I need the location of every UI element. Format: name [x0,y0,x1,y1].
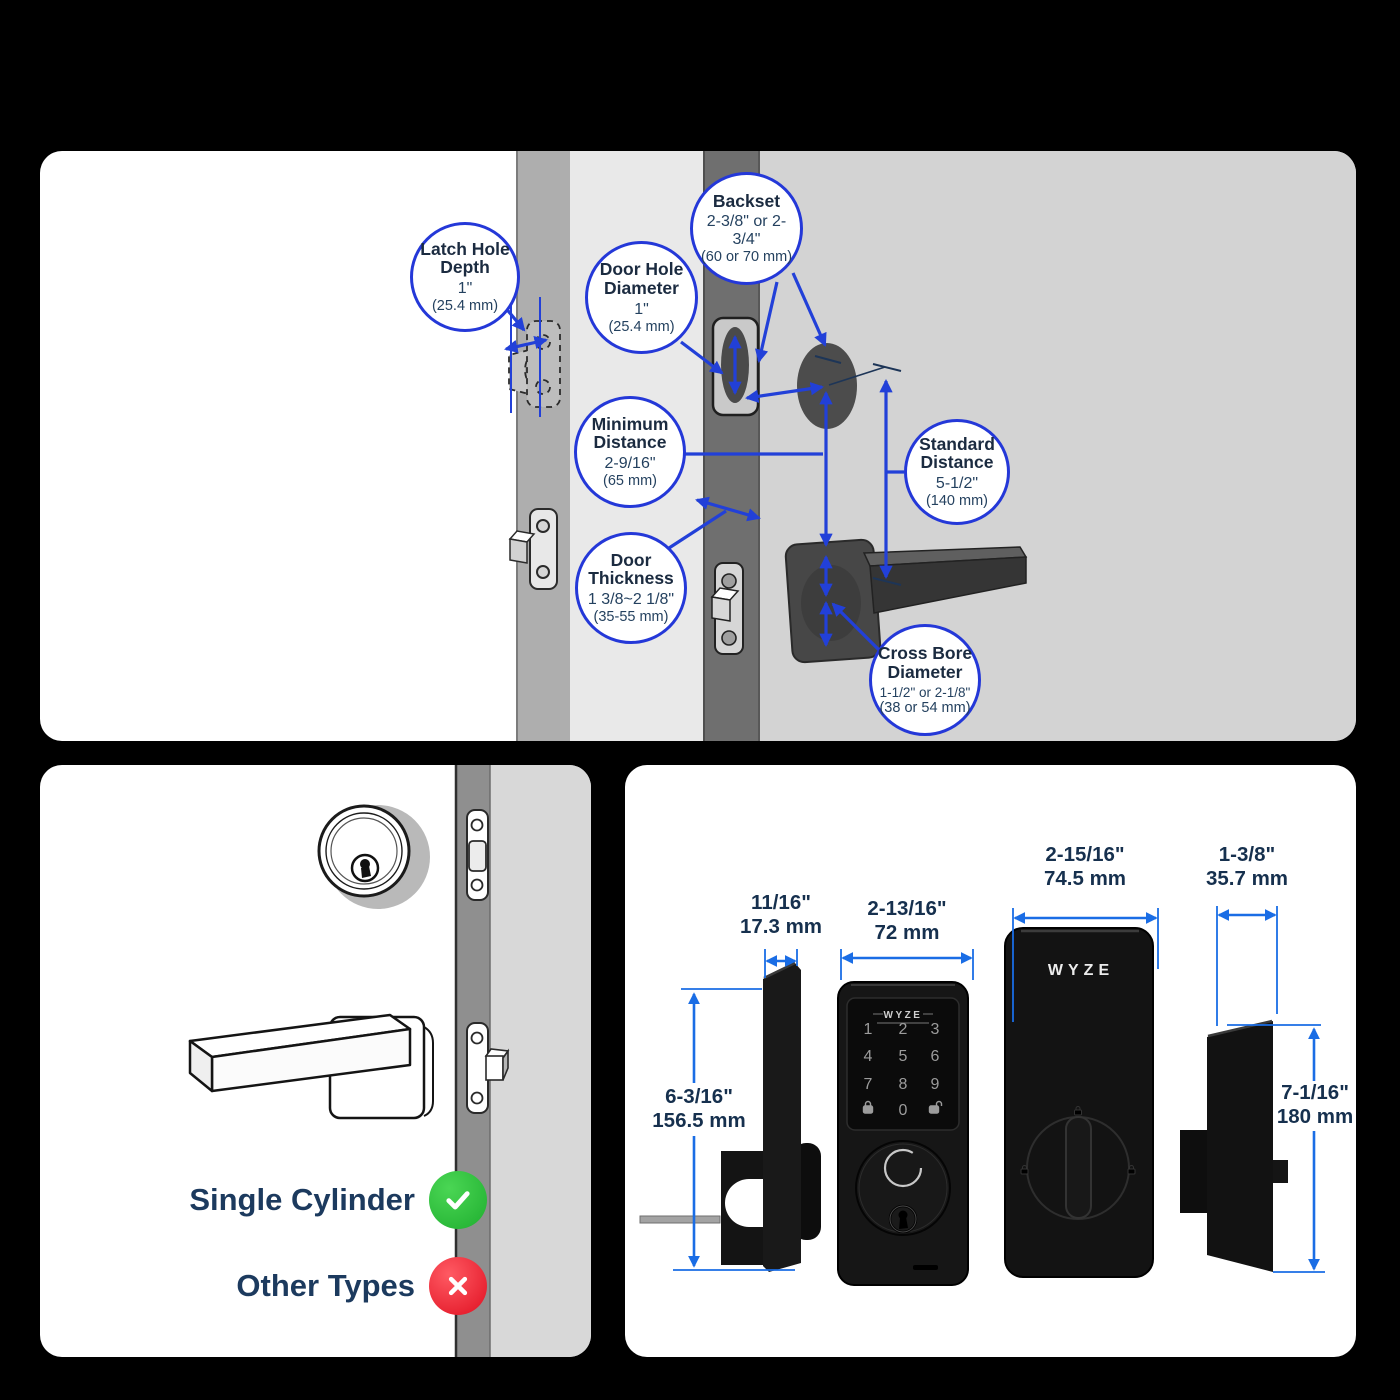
callout-metric: (140 mm) [925,493,989,510]
cross-bore-hole [797,343,857,429]
compatibility-panel: Single Cylinder Other Types [40,765,591,1357]
fingerprint-reader-icon [883,1148,923,1188]
dim-label-keypad-width: 2-13/16" 72 mm [847,897,967,945]
callout-door-hole-diameter: Door Hole Diameter 1" (25.4 mm) [585,241,698,354]
dim-label-keypad-height: 6-3/16" 156.5 mm [639,1085,759,1133]
dim-mm: 35.7 mm [1205,866,1289,890]
dim-mm: 156.5 mm [652,1108,746,1132]
dimension-lines [673,906,1325,1273]
callout-value: 5-1/2" [935,475,979,493]
callout-metric: (60 or 70 mm) [700,249,793,266]
lock-icon [862,1100,874,1114]
status-badge-supported [429,1171,487,1229]
callout-title: Minimum Distance [591,413,669,453]
keypad-keys: 1 2 3 4 5 6 7 8 9 0 [862,1021,943,1119]
callout-metric: (25.4 mm) [608,318,675,335]
callout-metric: (35-55 mm) [593,609,669,626]
dim-label-interior-height: 7-1/16" 180 mm [1255,1081,1356,1129]
key-4: 4 [864,1048,873,1065]
callout-metric: (25.4 mm) [431,298,499,315]
brand-text: WYZE [884,1010,923,1021]
callout-value: 1-1/2" or 2-1/8" [879,684,971,700]
callout-value: 1" [457,280,473,298]
callout-minimum-distance: Minimum Distance 2-9/16" (65 mm) [574,396,686,508]
compatibility-illustration [188,765,591,1357]
check-icon [446,1191,470,1210]
callout-latch-hole-depth: Latch Hole Depth 1" (25.4 mm) [410,222,520,332]
callout-value: 2-9/16" [604,455,656,473]
dim-mm: 72 mm [874,920,940,944]
dim-mm: 74.5 mm [1043,866,1127,890]
status-badge-not-supported [429,1257,487,1315]
key-7: 7 [864,1076,873,1093]
dim-inches: 6-3/16" [665,1085,733,1108]
thumb-turn [1020,1106,1136,1220]
keypad-screen [846,997,960,1131]
callout-title: Door Hole Diameter [599,259,684,298]
side-latch-tab [1273,1160,1288,1183]
callout-title: Door Thickness [588,549,674,589]
callout-title: Standard Distance [919,433,995,473]
lock-position-icons [1020,1106,1136,1175]
lever-handle [188,1013,434,1120]
interior-side-view [1180,1019,1288,1272]
dim-label-interior-width: 2-15/16" 74.5 mm [1025,843,1145,891]
callout-value: 2-3/8" or 2-3/4" [706,213,787,249]
key-8: 8 [899,1076,908,1093]
deadbolt-cylinder [317,804,430,909]
key-0: 0 [899,1102,908,1119]
key-9: 9 [931,1076,940,1093]
wyze-logo-small: WYZE [873,1010,933,1024]
wyze-logo: WYZE [1048,962,1114,979]
dim-inches: 1-3/8" [1218,843,1276,866]
product-dimensions-panel: WYZE 1 2 3 4 5 6 7 8 9 0 [625,765,1356,1357]
key-2: 2 [899,1021,908,1038]
keypad-side-view [639,961,821,1272]
edge-latch-plates [466,809,510,1114]
unlock-icon [928,1100,943,1114]
product-dimensions-illustration: WYZE 1 2 3 4 5 6 7 8 9 0 [639,906,1325,1286]
callout-cross-bore-diameter: Cross Bore Diameter 1-1/2" or 2-1/8" (38… [869,624,981,736]
door-measurements-panel: Latch Hole Depth 1" (25.4 mm) Door Hole … [40,151,1356,741]
spindle-rod [639,1215,721,1224]
measurement-arrows [502,272,904,656]
dim-mm: 17.3 mm [739,914,823,938]
dim-inches: 11/16" [751,891,811,914]
reference-ticks [814,355,902,586]
callout-metric: (65 mm) [603,473,657,490]
dim-label-interior-depth: 1-3/8" 35.7 mm [1187,843,1307,891]
callout-title: Cross Bore Diameter [877,642,973,682]
latch-plate-front-door [508,508,558,590]
key-5: 5 [899,1048,908,1065]
callout-title: Latch Hole Depth [420,238,510,278]
dim-mm: 180 mm [1276,1104,1354,1128]
key-1: 1 [864,1021,873,1038]
callout-value: 1" [634,300,649,318]
x-icon [448,1276,468,1296]
interior-front-view: WYZE [1004,927,1154,1278]
dim-inches: 2-13/16" [867,897,947,920]
callout-door-thickness: Door Thickness 1 3/8~2 1/8" (35-55 mm) [575,532,687,644]
keypad-front-view: WYZE 1 2 3 4 5 6 7 8 9 0 [837,981,969,1286]
compat-label-other-types: Other Types [236,1268,415,1303]
keyhole-icon [350,853,380,883]
callout-metric: (38 or 54 mm) [879,699,971,716]
callout-title: Backset [712,190,781,211]
keyhole-icon [888,1204,918,1234]
dim-inches: 7-1/16" [1281,1081,1349,1104]
callout-value: 1 3/8~2 1/8" [587,591,675,609]
dim-label-keypad-depth: 11/16" 17.3 mm [721,891,841,939]
callout-standard-distance: Standard Distance 5-1/2" (140 mm) [904,419,1010,525]
compat-label-single-cylinder: Single Cylinder [189,1182,415,1217]
key-3: 3 [931,1021,940,1038]
key-6: 6 [931,1048,940,1065]
callout-backset: Backset 2-3/8" or 2-3/4" (60 or 70 mm) [690,172,803,285]
dim-inches: 2-15/16" [1045,843,1125,866]
